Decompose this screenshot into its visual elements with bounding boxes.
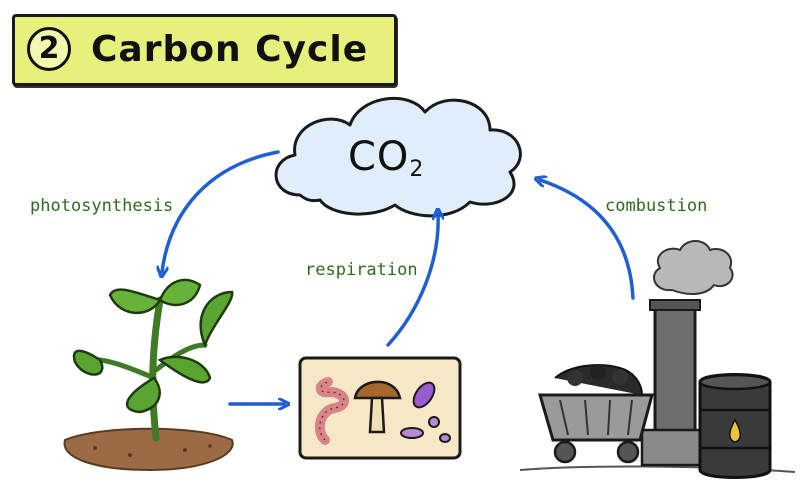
photosynthesis-label: photosynthesis (30, 196, 174, 216)
step-number-badge: 2 (27, 27, 71, 71)
combustion-label: combustion (605, 196, 708, 216)
co2-label: CO2 (348, 134, 425, 182)
respiration-label: respiration (305, 260, 418, 280)
respiration-arrow (386, 214, 438, 347)
combustion-arrow (540, 180, 635, 300)
title-banner: 2 Carbon Cycle (12, 14, 397, 86)
fossil-fuel-industry-icon (519, 240, 796, 479)
photosynthesis-arrow (162, 150, 280, 272)
plant-icon (63, 278, 234, 472)
decomposers-box-icon (298, 356, 462, 460)
page-title: Carbon Cycle (91, 29, 369, 70)
co2-cloud-icon (274, 97, 522, 218)
